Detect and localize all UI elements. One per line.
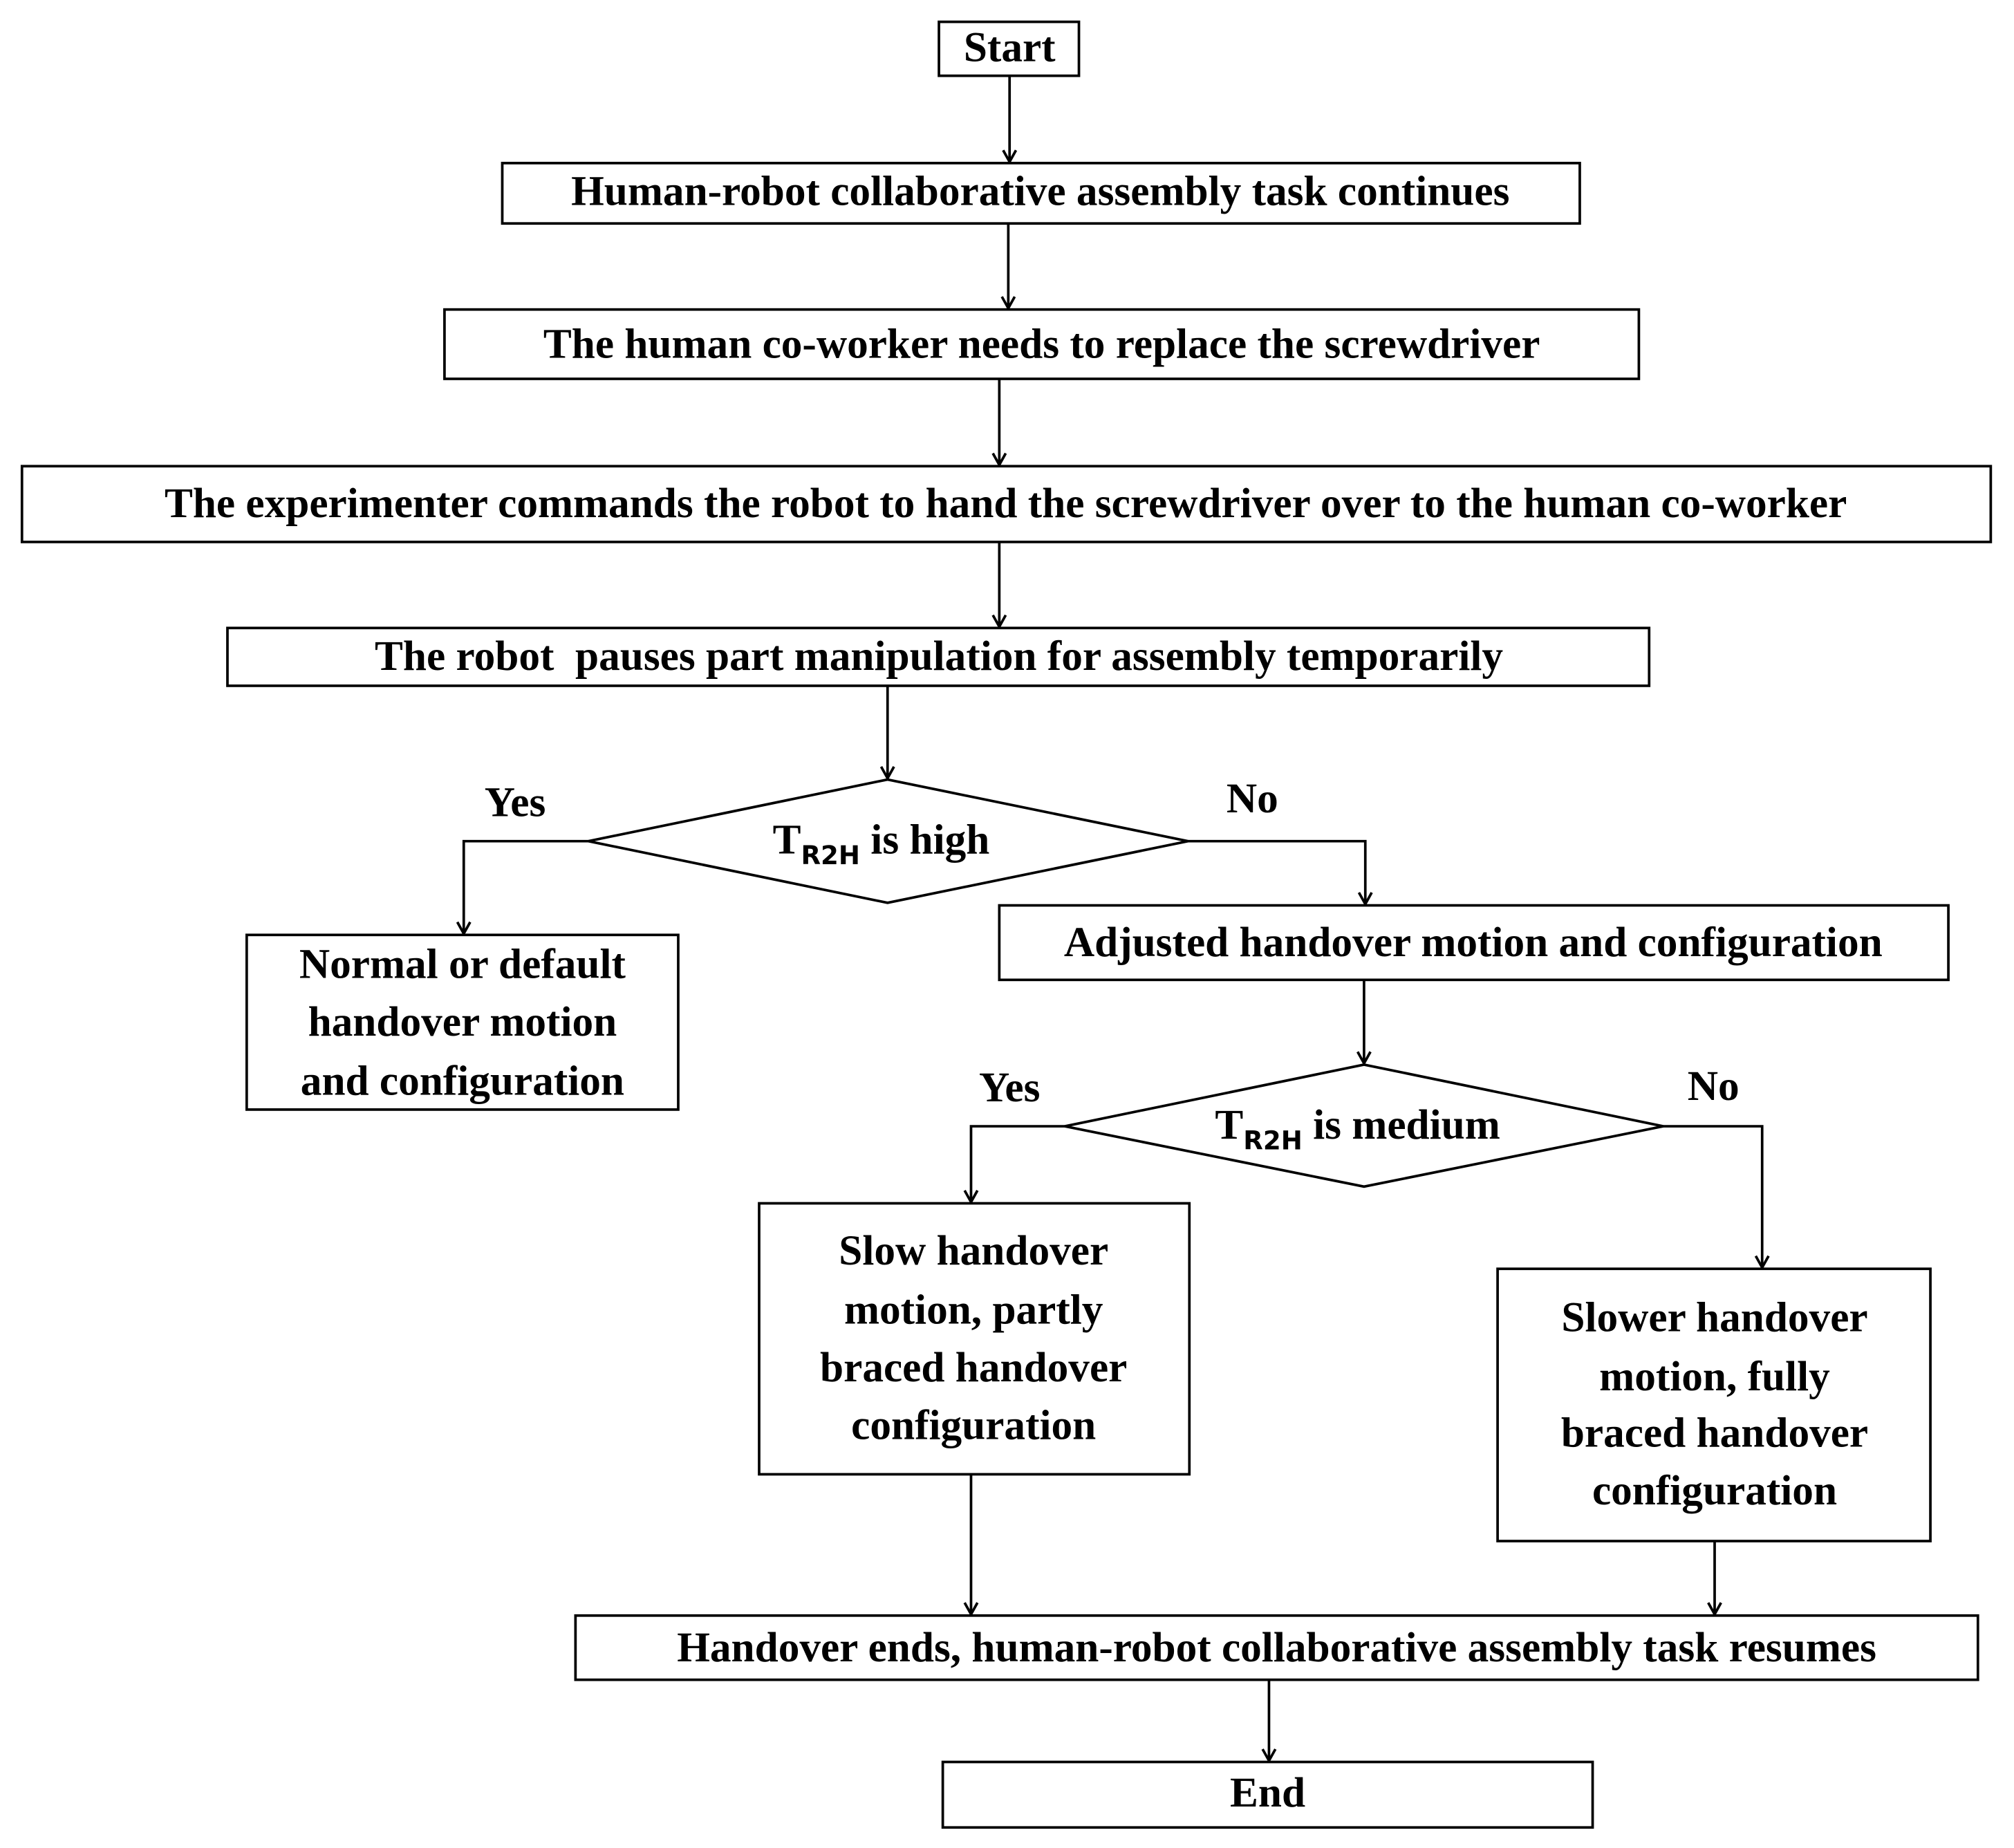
start-node: Start [938,20,1081,77]
slower-node: Slower handover motion, fully braced han… [1496,1267,1932,1542]
end-node: End [941,1760,1594,1829]
continues-node: Human-robot collaborative assembly task … [501,162,1581,225]
pauses-node: The robot pauses part manipulation for a… [226,626,1651,687]
arrow-no [1663,1125,1762,1267]
needs-replace-node: The human co-worker needs to replace the… [443,308,1641,380]
commands-node: The experimenter commands the robot to h… [20,465,1993,543]
decision-medium-label: TR2H is medium [1215,1101,1500,1155]
commands-label: The experimenter commands the robot to h… [165,480,1847,527]
needs-replace-label: The human co-worker needs to replace the… [543,320,1540,367]
slower-line: configuration [1592,1467,1837,1514]
end-label: End [1230,1769,1305,1816]
no-label: No [1688,1063,1740,1110]
normal-node: Normal or default handover motion and co… [245,933,680,1111]
slower-line: motion, fully [1599,1353,1830,1400]
decision-high-label: TR2H is high [773,816,990,870]
normal-line: handover motion [308,998,617,1045]
arrow-yes [971,1125,1065,1202]
yes-label: Yes [979,1064,1041,1111]
normal-line: Normal or default [299,941,626,988]
normal-line: and configuration [301,1058,624,1105]
slower-line: braced handover [1561,1410,1868,1457]
start-label: Start [964,24,1056,71]
arrow-yes [464,839,588,934]
adjusted-node: Adjusted handover motion and configurati… [998,904,1950,982]
continues-label: Human-robot collaborative assembly task … [571,167,1509,214]
slow-line: configuration [851,1402,1096,1449]
adjusted-label: Adjusted handover motion and configurati… [1064,919,1883,966]
slow-line: braced handover [820,1344,1127,1391]
pauses-label: The robot pauses part manipulation for a… [375,633,1503,680]
decision-high: TR2H is high [588,778,1188,904]
decision-medium: TR2H is medium [1064,1063,1664,1188]
slow-line: Slow handover [839,1227,1108,1274]
ends-label: Handover ends, human-robot collaborative… [677,1624,1876,1671]
slow-node: Slow handover motion, partly braced hand… [758,1202,1191,1476]
arrow-no [1188,839,1365,904]
no-label: No [1227,775,1278,822]
slower-line: Slower handover [1561,1294,1867,1341]
slow-line: motion, partly [844,1286,1103,1333]
ends-node: Handover ends, human-robot collaborative… [574,1614,1979,1681]
yes-label: Yes [485,779,546,826]
